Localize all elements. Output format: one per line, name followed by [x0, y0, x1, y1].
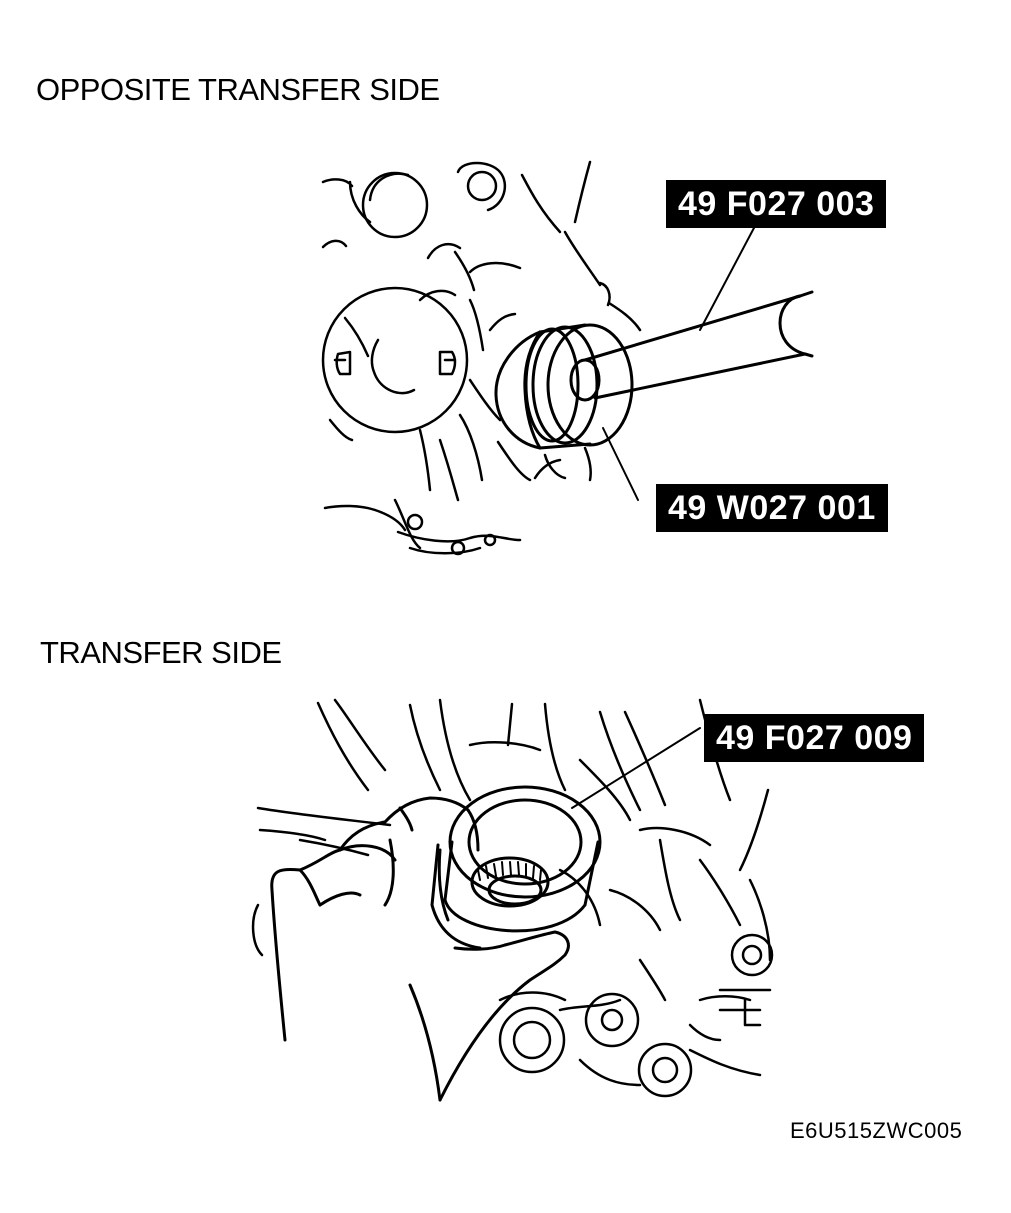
attachment-tool-bottom — [430, 785, 602, 950]
attachment-tool-top — [494, 323, 634, 450]
callout-attachment-top: 49 W027 001 — [656, 484, 888, 532]
callout-attachment-bottom: 49 F027 009 — [704, 714, 925, 762]
installer-handle-tool — [569, 290, 814, 402]
section-heading-opposite-transfer-side: OPPOSITE TRANSFER SIDE — [36, 72, 440, 107]
leader-line-installer — [699, 225, 756, 331]
leader-line-attachment-bottom — [571, 727, 701, 809]
leader-line-attachment-top — [602, 427, 639, 501]
transaxle-case-top — [321, 160, 642, 556]
hand — [270, 796, 570, 1102]
transaxle-case-bottom — [251, 698, 774, 1098]
figure-code: E6U515ZWC005 — [790, 1118, 963, 1143]
callout-tool-installer: 49 F027 003 — [666, 180, 887, 228]
section-heading-transfer-side: TRANSFER SIDE — [40, 635, 282, 670]
